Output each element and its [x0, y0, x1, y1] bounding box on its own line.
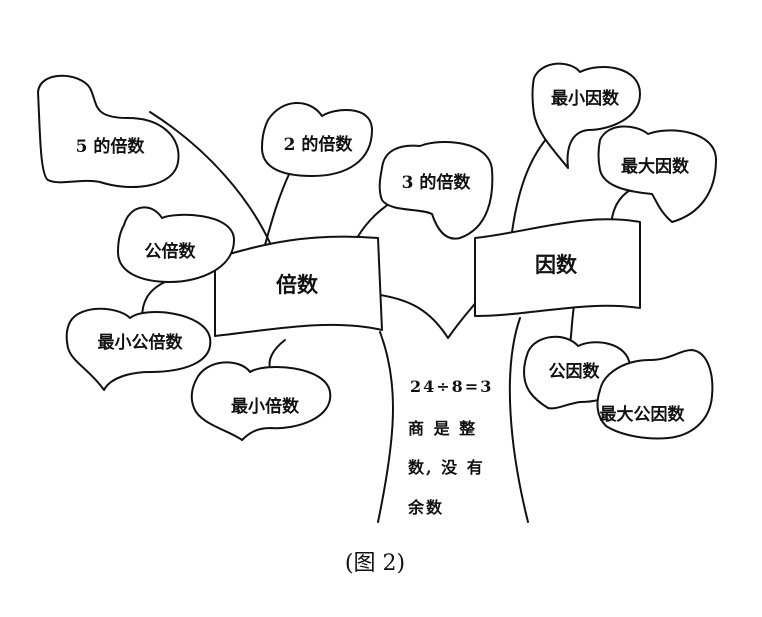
trunk-left-edge	[377, 331, 394, 523]
trunk-right-edge	[508, 317, 529, 523]
trunk-line-4: 余数	[407, 498, 444, 517]
leaf-two-multiples-label: 2 的倍数	[284, 134, 354, 155]
figure-caption: (图 2)	[345, 551, 405, 576]
leaf-least-factor-label: 最小因数	[551, 88, 620, 109]
stem-least-multiple	[268, 339, 286, 369]
multiples-banner	[214, 235, 383, 337]
leaf-three-multiples	[378, 141, 494, 240]
multiples-label: 倍数	[276, 272, 319, 297]
trunk-line-3: 数, 没 有	[408, 458, 485, 477]
leaf-common-factors-label: 公因数	[549, 361, 601, 382]
leaf-common-multiples	[117, 206, 235, 283]
factors-label: 因数	[535, 252, 578, 277]
leaf-least-multiple	[190, 361, 332, 441]
leaf-lcm	[65, 307, 212, 391]
trunk-line-2: 商 是 整	[408, 419, 477, 438]
trunk-line-1: 24÷8=3	[410, 377, 493, 396]
leaf-least-multiple-label: 最小倍数	[231, 396, 300, 417]
leaf-gcf	[596, 349, 714, 440]
stem-five-multiples	[149, 111, 271, 244]
leaf-five-multiples	[37, 74, 180, 188]
leaf-gcf-label: 最大公因数	[600, 404, 686, 425]
leaf-greatest-factor	[597, 125, 717, 223]
leaf-common-multiples-label: 公倍数	[145, 241, 197, 262]
leaf-least-factor	[531, 62, 641, 169]
stem-greatest-factor	[611, 189, 631, 219]
trunk-fork	[379, 294, 479, 339]
factors-banner	[474, 218, 642, 317]
leaf-lcm-label: 最小公倍数	[98, 332, 184, 353]
leaf-five-multiples-label: 5 的倍数	[76, 136, 146, 157]
leaf-greatest-factor-label: 最大因数	[621, 156, 690, 177]
stem-two-multiples	[264, 171, 291, 246]
leaf-two-multiples	[261, 102, 373, 177]
leaf-three-multiples-label: 3 的倍数	[402, 172, 472, 193]
